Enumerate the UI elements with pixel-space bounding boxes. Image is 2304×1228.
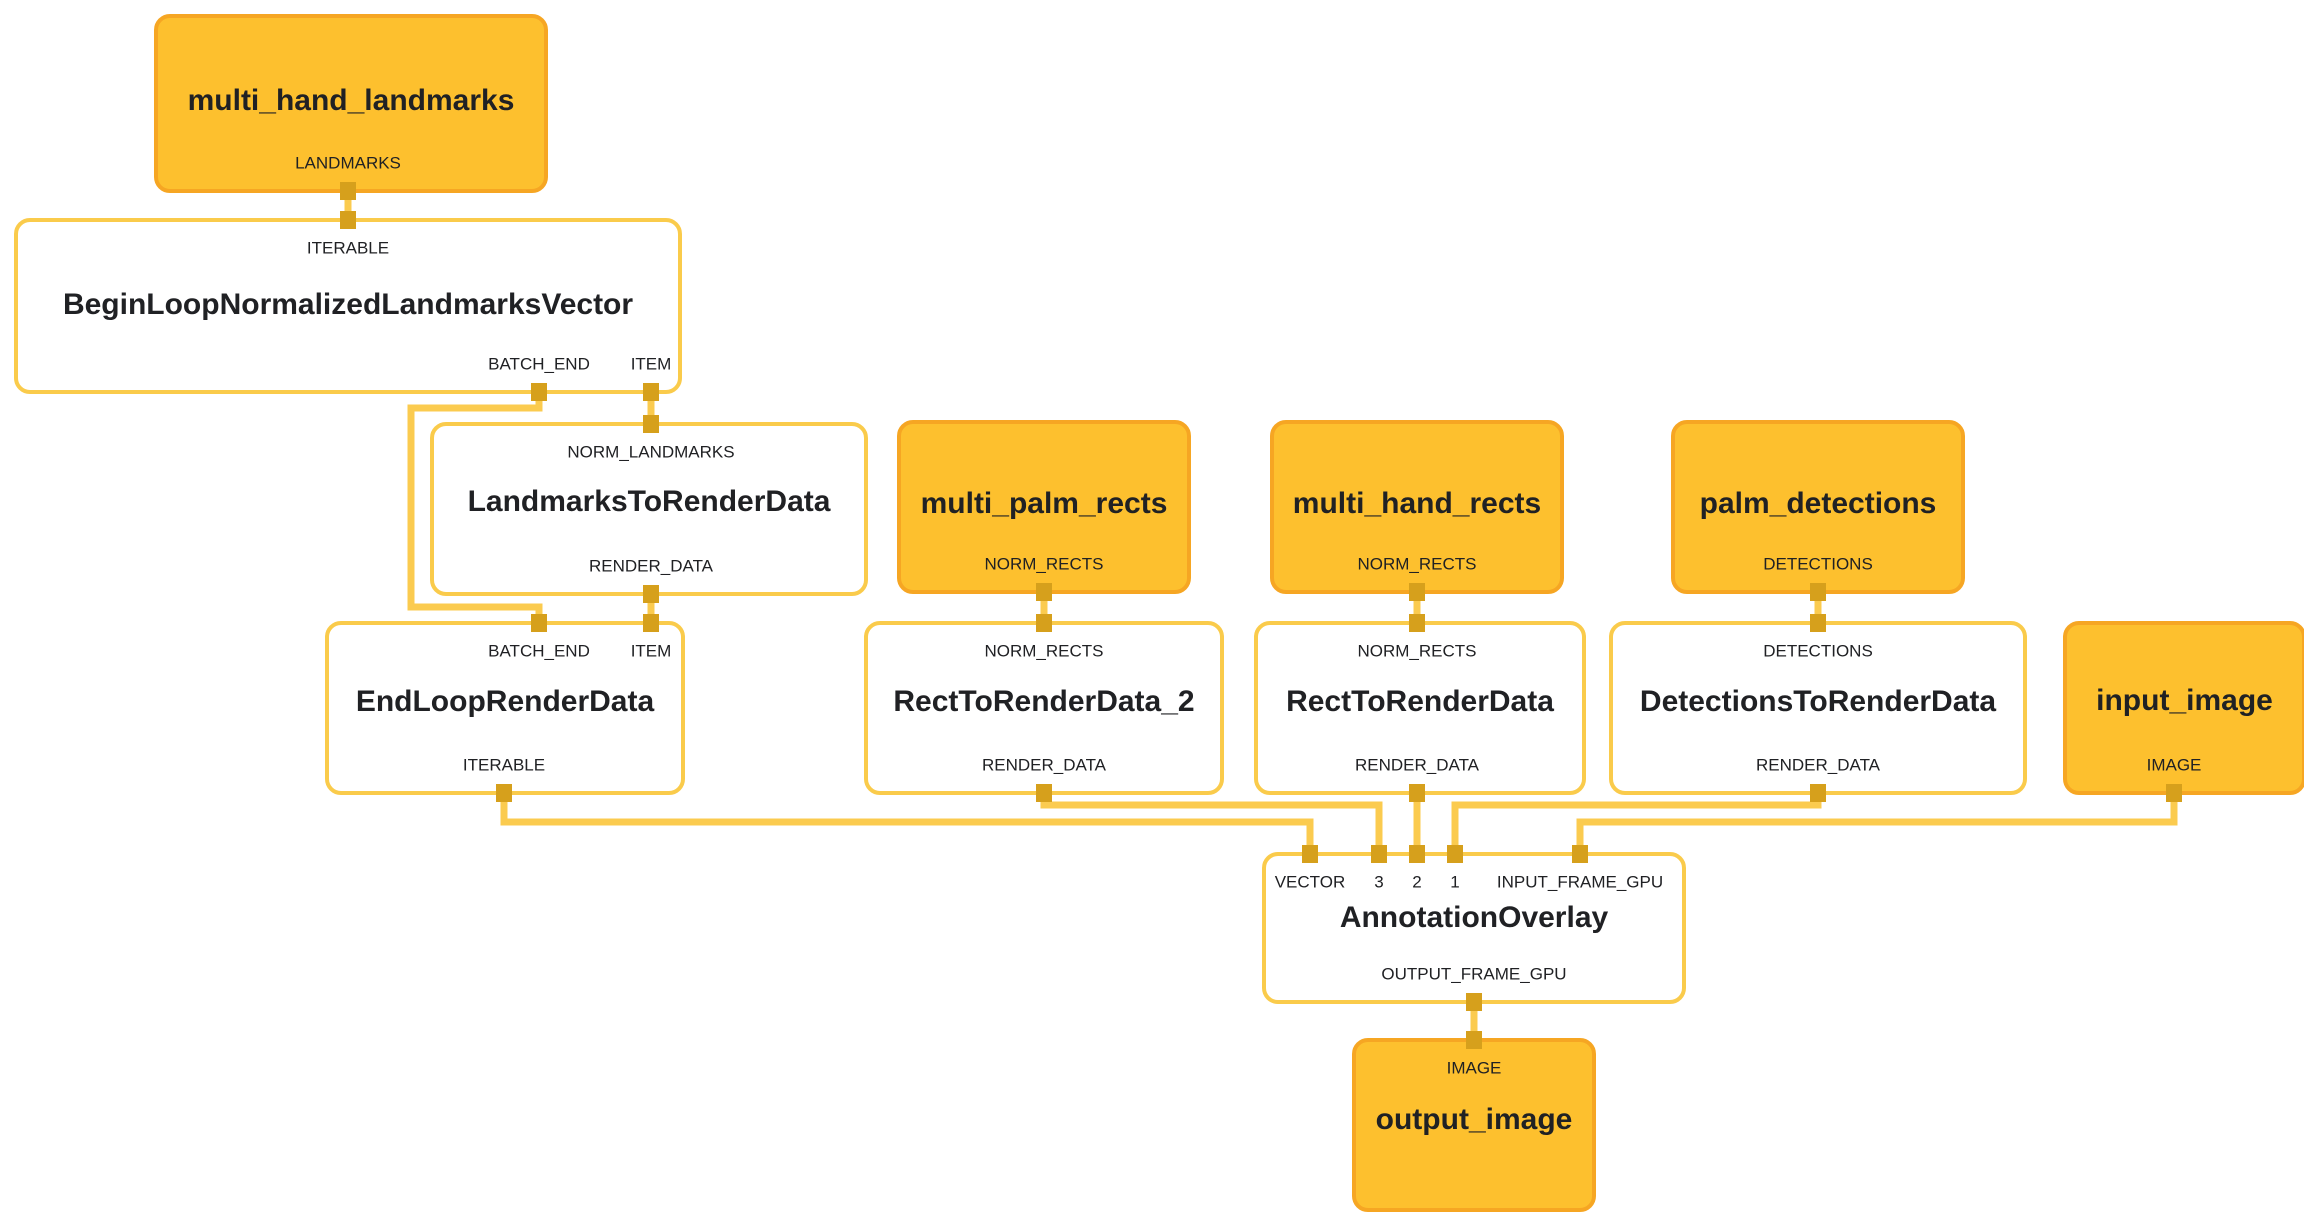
input-port-label-AnnotationOverlay-1: 1 [1450, 872, 1459, 891]
node-title-EndLoopRenderData: EndLoopRenderData [356, 685, 655, 718]
port-in-AnnotationOverlay-VECTOR[interactable] [1302, 845, 1318, 863]
input-port-label-LandmarksToRenderData-NORM_LANDMARKS: NORM_LANDMARKS [567, 442, 734, 461]
input-port-label-AnnotationOverlay-2: 2 [1412, 872, 1421, 891]
port-out-input_image-IMAGE[interactable] [2166, 784, 2182, 802]
node-title-AnnotationOverlay: AnnotationOverlay [1340, 901, 1609, 934]
output-port-label-RectToRenderData_2-RENDER_DATA: RENDER_DATA [982, 755, 1107, 774]
port-out-AnnotationOverlay-OUTPUT_FRAME_GPU[interactable] [1466, 993, 1482, 1011]
output-port-label-DetectionsToRenderData-RENDER_DATA: RENDER_DATA [1756, 755, 1881, 774]
input-port-label-output_image-IMAGE: IMAGE [1447, 1058, 1502, 1077]
input-port-label-AnnotationOverlay-VECTOR: VECTOR [1275, 872, 1346, 891]
port-in-RectToRenderData-NORM_RECTS[interactable] [1409, 614, 1425, 632]
node-LandmarksToRenderData[interactable]: LandmarksToRenderData NORM_LANDMARKS RENDE… [430, 422, 868, 596]
edge-edge-inputimage-to-frame [1576, 793, 2178, 854]
port-out-multi_hand_rects-NORM_RECTS[interactable] [1409, 583, 1425, 601]
port-in-output_image-IMAGE[interactable] [1466, 1031, 1482, 1049]
node-RectToRenderData_2[interactable]: RectToRenderData_2 NORM_RECTS RENDER_DATA [864, 621, 1224, 795]
node-BeginLoopNormalizedLandmarksVector[interactable]: BeginLoopNormalizedLandmarksVector ITERAB… [14, 218, 682, 394]
port-out-RectToRenderData-RENDER_DATA[interactable] [1409, 784, 1425, 802]
edge-edge-beginloop-batchend-to-endloop [407, 392, 543, 623]
input-port-label-DetectionsToRenderData-DETECTIONS: DETECTIONS [1763, 641, 1873, 660]
port-out-EndLoopRenderData-ITERABLE[interactable] [496, 784, 512, 802]
node-title-palm_detections: palm_detections [1700, 487, 1937, 520]
node-DetectionsToRenderData[interactable]: DetectionsToRenderData DETECTIONS RENDER_D… [1609, 621, 2027, 795]
port-out-multi_hand_landmarks-LANDMARKS[interactable] [340, 182, 356, 200]
output-port-label-LandmarksToRenderData-RENDER_DATA: RENDER_DATA [589, 556, 714, 575]
node-title-multi_hand_rects: multi_hand_rects [1293, 487, 1541, 520]
port-in-EndLoopRenderData-ITEM[interactable] [643, 614, 659, 632]
port-in-AnnotationOverlay-1[interactable] [1447, 845, 1463, 863]
node-EndLoopRenderData[interactable]: EndLoopRenderData BATCH_END ITEM ITERABLE [325, 621, 685, 795]
port-in-DetectionsToRenderData-DETECTIONS[interactable] [1810, 614, 1826, 632]
port-out-multi_palm_rects-NORM_RECTS[interactable] [1036, 583, 1052, 601]
port-in-AnnotationOverlay-INPUT_FRAME_GPU[interactable] [1572, 845, 1588, 863]
ports-layer [340, 182, 2182, 1049]
output-port-label-multi_hand_rects-NORM_RECTS: NORM_RECTS [1357, 554, 1476, 573]
input-port-label-EndLoopRenderData-ITEM: ITEM [631, 641, 672, 660]
node-title-BeginLoopNormalizedLandmarksVector: BeginLoopNormalizedLandmarksVector [63, 288, 633, 321]
edge-edge-endloop-to-vector [500, 793, 1314, 854]
node-output_image[interactable]: output_image IMAGE [1352, 1038, 1596, 1212]
output-port-label-palm_detections-DETECTIONS: DETECTIONS [1763, 554, 1873, 573]
port-out-BeginLoopNormalizedLandmarksVector-BATCH_END[interactable] [531, 383, 547, 401]
output-port-label-AnnotationOverlay-OUTPUT_FRAME_GPU: OUTPUT_FRAME_GPU [1381, 964, 1566, 983]
node-title-RectToRenderData_2: RectToRenderData_2 [893, 685, 1194, 718]
port-in-AnnotationOverlay-3[interactable] [1371, 845, 1387, 863]
node-title-multi_palm_rects: multi_palm_rects [921, 487, 1168, 520]
port-out-RectToRenderData_2-RENDER_DATA[interactable] [1036, 784, 1052, 802]
node-title-multi_hand_landmarks: multi_hand_landmarks [188, 84, 515, 117]
input-port-label-EndLoopRenderData-BATCH_END: BATCH_END [488, 641, 590, 660]
port-in-AnnotationOverlay-2[interactable] [1409, 845, 1425, 863]
output-port-label-multi_hand_landmarks-LANDMARKS: LANDMARKS [295, 153, 401, 172]
port-out-BeginLoopNormalizedLandmarksVector-ITEM[interactable] [643, 383, 659, 401]
node-title-DetectionsToRenderData: DetectionsToRenderData [1640, 685, 1996, 718]
port-out-LandmarksToRenderData-RENDER_DATA[interactable] [643, 585, 659, 603]
node-body-input_image[interactable] [2063, 621, 2304, 795]
output-port-label-EndLoopRenderData-ITERABLE: ITERABLE [463, 755, 545, 774]
output-port-label-multi_palm_rects-NORM_RECTS: NORM_RECTS [984, 554, 1103, 573]
input-port-label-AnnotationOverlay-INPUT_FRAME_GPU: INPUT_FRAME_GPU [1497, 872, 1663, 891]
node-title-LandmarksToRenderData: LandmarksToRenderData [468, 485, 831, 518]
node-RectToRenderData[interactable]: RectToRenderData NORM_RECTS RENDER_DATA [1254, 621, 1586, 795]
node-AnnotationOverlay[interactable]: AnnotationOverlay VECTOR 3 2 1 INPUT_FRAME_GP… [1262, 852, 1686, 1004]
input-port-label-RectToRenderData-NORM_RECTS: NORM_RECTS [1357, 641, 1476, 660]
port-in-RectToRenderData_2-NORM_RECTS[interactable] [1036, 614, 1052, 632]
port-in-BeginLoopNormalizedLandmarksVector-ITERABLE[interactable] [340, 211, 356, 229]
port-out-DetectionsToRenderData-RENDER_DATA[interactable] [1810, 784, 1826, 802]
node-title-input_image: input_image [2096, 684, 2273, 717]
output-port-label-input_image-IMAGE: IMAGE [2147, 755, 2202, 774]
output-port-label-RectToRenderData-RENDER_DATA: RENDER_DATA [1355, 755, 1480, 774]
input-port-label-AnnotationOverlay-3: 3 [1374, 872, 1383, 891]
port-out-palm_detections-DETECTIONS[interactable] [1810, 583, 1826, 601]
output-port-label-BeginLoopNormalizedLandmarksVector-BATCH_END: BATCH_END [488, 354, 590, 373]
input-port-label-BeginLoopNormalizedLandmarksVector-ITERABLE: ITERABLE [307, 238, 389, 257]
node-title-output_image: output_image [1376, 1103, 1573, 1136]
output-port-label-BeginLoopNormalizedLandmarksVector-ITEM: ITEM [631, 354, 672, 373]
port-in-LandmarksToRenderData-NORM_LANDMARKS[interactable] [643, 415, 659, 433]
port-in-EndLoopRenderData-BATCH_END[interactable] [531, 614, 547, 632]
input-port-label-RectToRenderData_2-NORM_RECTS: NORM_RECTS [984, 641, 1103, 660]
node-title-RectToRenderData: RectToRenderData [1286, 685, 1554, 718]
